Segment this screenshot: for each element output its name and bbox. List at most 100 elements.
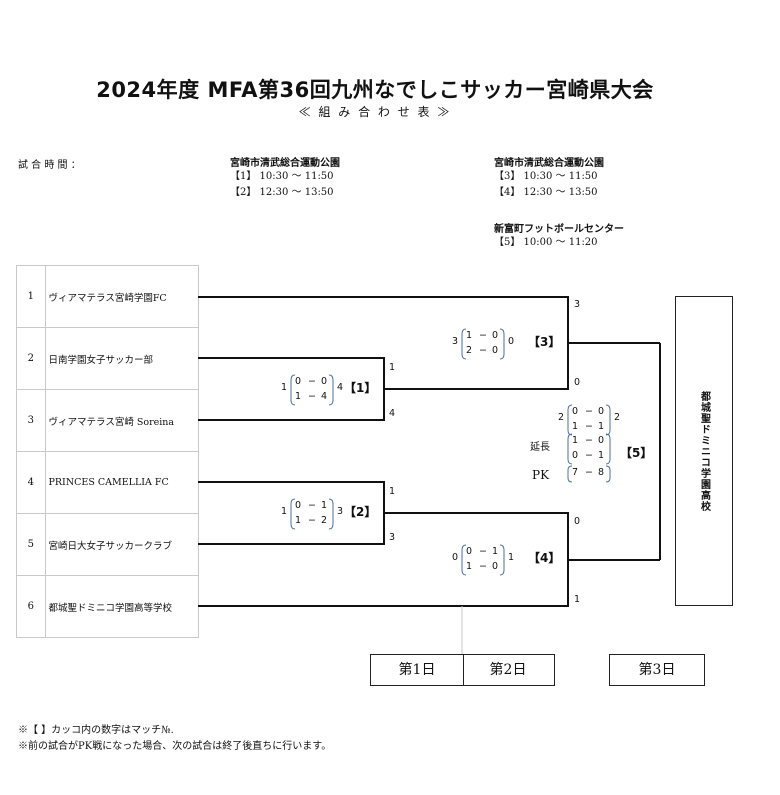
page-subtitle: ≪ 組 み 合 わ せ 表 ≫ bbox=[298, 105, 452, 119]
match-2-label: 【2】 bbox=[344, 505, 377, 519]
m2-bot-right: 2 bbox=[321, 515, 328, 526]
venue-1-slot-1: 【1】 10:30 〜 11:50 bbox=[230, 171, 334, 182]
m3-bot-right: 0 bbox=[492, 345, 499, 356]
bracket-line-team6 bbox=[198, 559, 660, 607]
m5-et-bot-right: 1 bbox=[598, 450, 605, 461]
m3-bot-left: 2 bbox=[466, 345, 473, 356]
m3-sep: − bbox=[479, 345, 487, 356]
m1-score-upper: 1 bbox=[389, 362, 396, 373]
m5-sep: − bbox=[585, 450, 593, 461]
m2-sep: − bbox=[308, 500, 316, 511]
m3-brackets bbox=[461, 328, 505, 360]
venue-1-name: 宮崎市清武総合運動公園 bbox=[230, 158, 340, 169]
venue-2-slot-1: 【3】 10:30 〜 11:50 bbox=[494, 171, 598, 182]
m1-sep: − bbox=[308, 391, 316, 402]
footnote-1: ※【 】カッコ内の数字はマッチ№. bbox=[18, 725, 174, 736]
m2-total-right: 3 bbox=[337, 506, 344, 517]
m1-bot-right: 4 bbox=[321, 391, 328, 402]
m2-top-right: 1 bbox=[321, 500, 328, 511]
m5-et-top-left: 1 bbox=[572, 435, 579, 446]
bracket-line-team1 bbox=[198, 296, 660, 344]
m3-sep: − bbox=[479, 330, 487, 341]
m5-pk-right: 8 bbox=[598, 467, 605, 478]
m5-pk-brackets bbox=[567, 465, 611, 483]
m5-sep: − bbox=[585, 421, 593, 432]
m3-top-left: 1 bbox=[466, 330, 473, 341]
m2-brackets bbox=[290, 498, 334, 530]
venue-1-slot-2: 【2】 12:30 〜 13:50 bbox=[230, 187, 334, 198]
match-4-label: 【4】 bbox=[528, 551, 561, 565]
m4-total-right: 1 bbox=[508, 552, 515, 563]
team-name: 日南学園女子サッカー部 bbox=[44, 327, 200, 390]
m1-brackets bbox=[290, 374, 334, 406]
m1-score-lower: 4 bbox=[389, 408, 396, 419]
m4-score-upper: 0 bbox=[574, 516, 581, 527]
m5-sep: − bbox=[585, 435, 593, 446]
m4-bot-left: 1 bbox=[466, 561, 473, 572]
m5-et-top-right: 0 bbox=[598, 435, 605, 446]
m4-sep: − bbox=[479, 546, 487, 557]
m4-top-left: 0 bbox=[466, 546, 473, 557]
m5-top-left: 0 bbox=[572, 406, 579, 417]
venue-3-name: 新富町フットボールセンター bbox=[494, 224, 624, 235]
m2-sep: − bbox=[308, 515, 316, 526]
team-number: 6 bbox=[16, 575, 46, 638]
m4-top-right: 1 bbox=[492, 546, 499, 557]
m5-bot-left: 1 bbox=[572, 421, 579, 432]
m5-total-right: 2 bbox=[614, 412, 621, 423]
m2-score-lower: 3 bbox=[389, 532, 396, 543]
winner-name: 都城聖ドミニコ学園高校 bbox=[698, 390, 710, 512]
footnote-2: ※前の試合がPK戦になった場合、次の試合は終了後直ちに行います。 bbox=[18, 741, 332, 752]
m5-et-brackets bbox=[567, 433, 611, 465]
m2-top-left: 0 bbox=[295, 500, 302, 511]
m5-top-right: 0 bbox=[598, 406, 605, 417]
m5-pk-left: 7 bbox=[572, 467, 579, 478]
m5-et-bot-left: 0 bbox=[572, 450, 579, 461]
m1-total-right: 4 bbox=[337, 382, 344, 393]
match-5-label: 【5】 bbox=[620, 446, 653, 460]
m5-extra-time-label: 延長 bbox=[530, 442, 550, 453]
m2-score-upper: 1 bbox=[389, 486, 396, 497]
m2-bot-left: 1 bbox=[295, 515, 302, 526]
m3-score-lower: 0 bbox=[574, 377, 581, 388]
day-3-label: 第3日 bbox=[609, 654, 705, 686]
m1-top-left: 0 bbox=[295, 376, 302, 387]
match-3-label: 【3】 bbox=[528, 335, 561, 349]
m4-score-lower: 1 bbox=[574, 594, 581, 605]
team-name: 都城聖ドミニコ学園高等学校 bbox=[44, 575, 200, 638]
m1-sep: − bbox=[308, 376, 316, 387]
team-number: 4 bbox=[16, 451, 46, 514]
winner-box: 都城聖ドミニコ学園高校 bbox=[675, 296, 733, 606]
m5-sep: − bbox=[585, 406, 593, 417]
m4-bot-right: 0 bbox=[492, 561, 499, 572]
team-number: 1 bbox=[16, 265, 46, 328]
day-1-label: 第1日 bbox=[370, 654, 464, 686]
m1-bot-left: 1 bbox=[295, 391, 302, 402]
bracket-line-m1-out bbox=[384, 343, 569, 390]
m5-sep: − bbox=[585, 467, 593, 478]
team-name: ヴィアマテラス宮崎学園FC bbox=[44, 265, 200, 328]
venue-3-slot-1: 【5】 10:00 〜 11:20 bbox=[494, 237, 598, 248]
m3-total-left: 3 bbox=[452, 336, 459, 347]
m3-total-right: 0 bbox=[508, 336, 515, 347]
bracket-line-m2-out bbox=[384, 512, 569, 560]
m4-sep: − bbox=[479, 561, 487, 572]
team-name: ヴィアマテラス宮崎 Soreina bbox=[44, 389, 200, 452]
m3-top-right: 0 bbox=[492, 330, 499, 341]
day-2-label: 第2日 bbox=[462, 654, 555, 686]
m4-total-left: 0 bbox=[452, 552, 459, 563]
m1-total-left: 1 bbox=[281, 382, 288, 393]
venue-2-slot-2: 【4】 12:30 〜 13:50 bbox=[494, 187, 598, 198]
venue-2-name: 宮崎市清武総合運動公園 bbox=[494, 158, 604, 169]
m4-brackets bbox=[461, 544, 505, 576]
m5-bot-right: 1 bbox=[598, 421, 605, 432]
m1-top-right: 0 bbox=[321, 376, 328, 387]
m5-pk-label: PK bbox=[532, 468, 550, 482]
